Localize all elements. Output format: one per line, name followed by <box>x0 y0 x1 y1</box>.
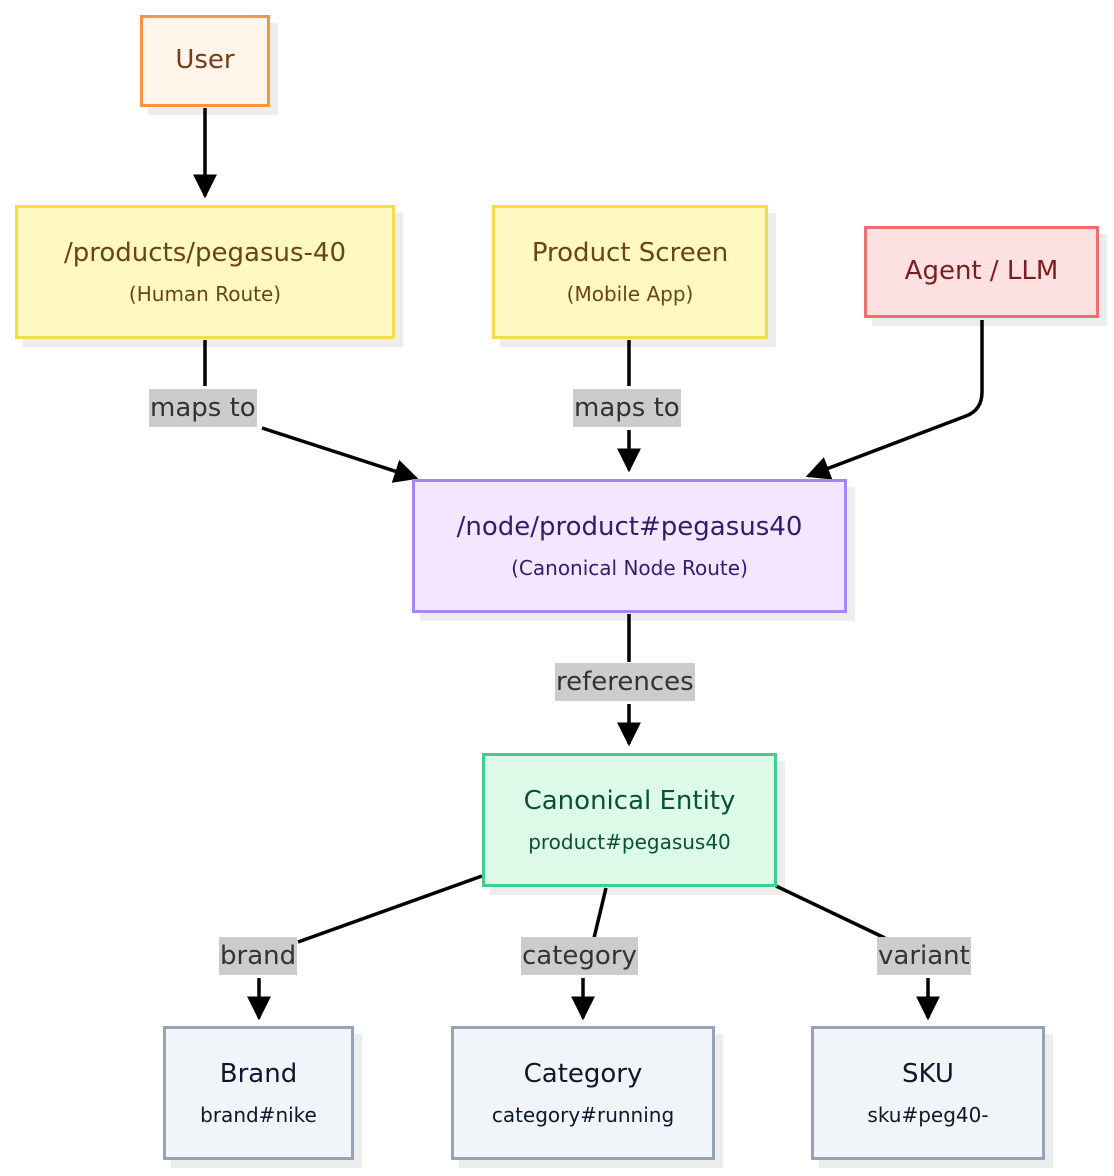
node-route-node: /node/product#pegasus40 (Canonical Node … <box>412 479 847 613</box>
category-node: Category category#running <box>451 1026 715 1160</box>
products-route-title: /products/pegasus-40 <box>63 238 347 269</box>
agent-node: Agent / LLM <box>864 226 1099 318</box>
sku-node: SKU sku#peg40- <box>811 1026 1045 1160</box>
brand-node-subtitle: brand#nike <box>200 1102 317 1127</box>
edge-entity-to-brand <box>259 874 483 1018</box>
sku-node-subtitle: sku#peg40- <box>867 1102 989 1127</box>
category-node-subtitle: category#running <box>491 1102 675 1127</box>
edge-label-category: category <box>521 937 638 975</box>
edge-agent-to-node-route <box>805 320 984 480</box>
edge-entity-to-sku <box>775 884 928 1018</box>
edge-label-maps-to-mobile: maps to <box>573 389 681 427</box>
brand-node-title: Brand <box>219 1059 298 1090</box>
node-route-subtitle: (Canonical Node Route) <box>511 555 748 580</box>
canonical-entity-subtitle: product#pegasus40 <box>528 829 731 854</box>
sku-node-title: SKU <box>902 1059 954 1090</box>
category-node-title: Category <box>523 1059 643 1090</box>
canonical-entity-node: Canonical Entity product#pegasus40 <box>482 753 777 887</box>
product-screen-node: Product Screen (Mobile App) <box>492 205 768 339</box>
edge-entity-to-category <box>583 887 606 1018</box>
product-screen-title: Product Screen <box>531 238 729 269</box>
edge-products-route-to-node-route <box>203 340 416 478</box>
edge-label-maps-to-human: maps to <box>149 389 257 427</box>
edge-label-references: references <box>555 663 695 701</box>
brand-node: Brand brand#nike <box>163 1026 354 1160</box>
product-screen-subtitle: (Mobile App) <box>566 281 694 306</box>
node-route-title: /node/product#pegasus40 <box>456 512 803 543</box>
edge-label-brand: brand <box>219 937 298 975</box>
canonical-entity-title: Canonical Entity <box>523 786 736 817</box>
user-node: User <box>140 15 270 107</box>
user-node-title: User <box>175 45 235 76</box>
products-route-subtitle: (Human Route) <box>128 281 282 306</box>
edge-label-variant: variant <box>877 937 971 975</box>
products-route-node: /products/pegasus-40 (Human Route) <box>15 205 395 339</box>
agent-node-title: Agent / LLM <box>904 256 1059 287</box>
